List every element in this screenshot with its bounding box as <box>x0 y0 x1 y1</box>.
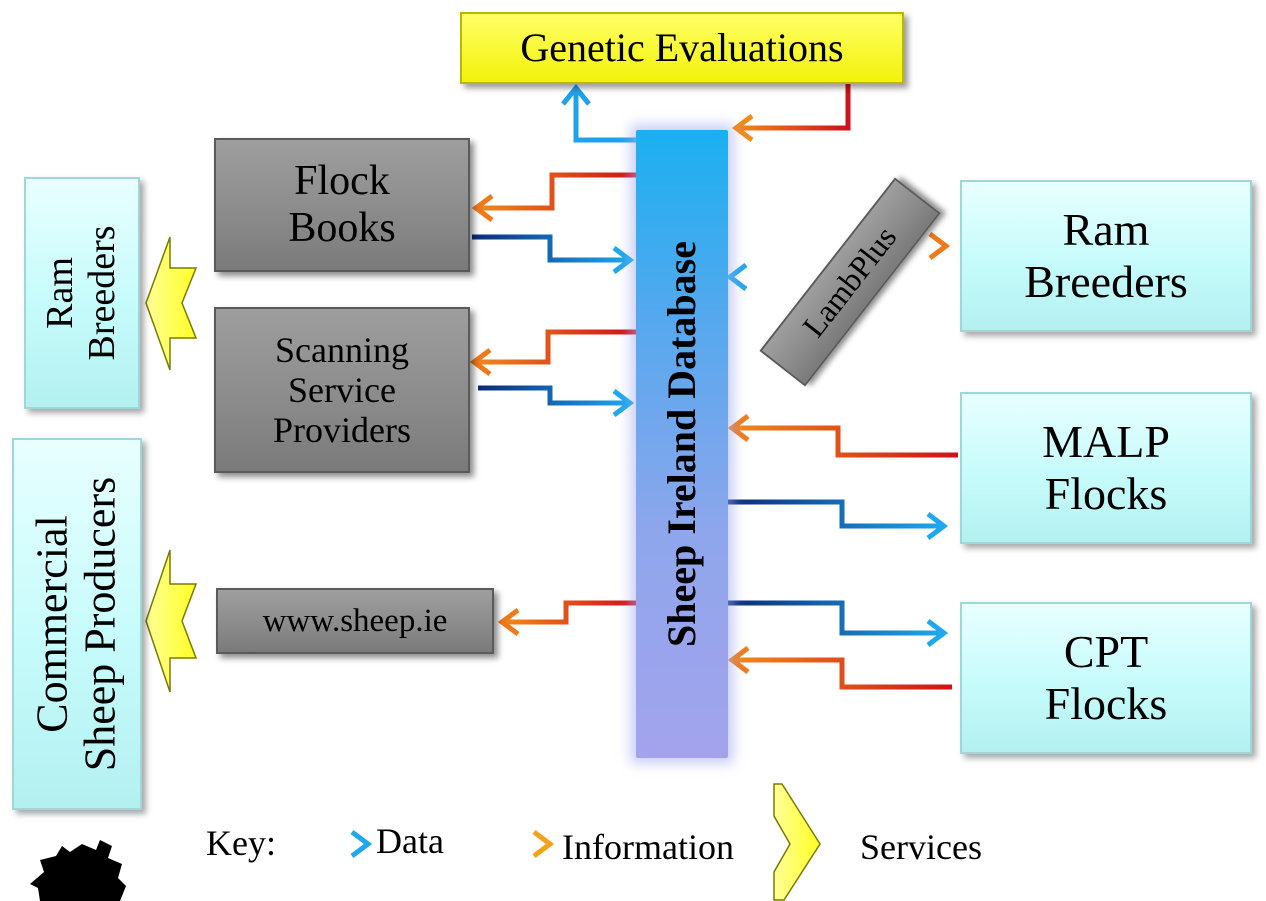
malp-line-1: MALP <box>1042 416 1170 468</box>
commercial-sheep-producers-box: Commercial Sheep Producers <box>12 438 142 810</box>
left-ram-breeders-line-2: Breeders <box>81 225 123 361</box>
services-arrow-commercial <box>145 549 198 693</box>
data-arrow-to-malp <box>728 499 949 540</box>
information-arrow-to-flock-books <box>471 172 636 222</box>
data-arrow-from-flock-books <box>472 234 635 274</box>
data-arrow-to-genetic-evaluations <box>561 84 636 143</box>
key-label: Key: <box>206 823 276 863</box>
information-arrow-to-scanning-providers <box>469 329 636 376</box>
commercial-line-2: Sheep Producers <box>76 476 125 772</box>
cpt-line-2: Flocks <box>1044 678 1168 729</box>
website-link[interactable]: www.sheep.ie <box>262 602 448 639</box>
malp-line-2: Flocks <box>1044 468 1168 519</box>
key-data-label: Data <box>376 821 444 861</box>
scanning-service-providers-box: Scanning Service Providers <box>214 307 470 473</box>
key-information-label: Information <box>562 827 734 867</box>
cpt-flocks-box: CPT Flocks <box>960 602 1252 754</box>
sheep-ireland-database-bar: Sheep Ireland Database <box>636 130 728 758</box>
right-ram-breeders-line-2: Breeders <box>1024 256 1188 307</box>
data-arrow-to-cpt <box>728 600 949 647</box>
cpt-line-1: CPT <box>1063 626 1149 678</box>
scanning-line-3: Providers <box>273 410 411 451</box>
genetic-evaluations-label: Genetic Evaluations <box>520 24 844 70</box>
information-arrow-from-genetic-evaluations <box>731 84 851 142</box>
flock-books-box: Flock Books <box>214 138 470 272</box>
left-ram-breeders-box: Ram Breeders <box>24 177 140 409</box>
scanning-line-2: Service <box>288 369 396 410</box>
key-information-arrow <box>494 830 555 858</box>
database-label: Sheep Ireland Database <box>659 241 704 647</box>
website-box[interactable]: www.sheep.ie <box>216 588 494 654</box>
right-ram-breeders-box: Ram Breeders <box>960 180 1252 332</box>
commercial-line-1: Commercial <box>27 515 77 733</box>
data-arrow-from-scanning-providers <box>478 385 635 417</box>
information-arrow-to-website <box>497 600 636 636</box>
left-ram-breeders-line-1: Ram <box>39 257 82 329</box>
information-arrow-from-malp <box>727 414 958 458</box>
key-services-arrow <box>773 783 821 901</box>
key-services-label: Services <box>860 827 982 867</box>
malp-flocks-box: MALP Flocks <box>960 392 1252 544</box>
genetic-evaluations-box: Genetic Evaluations <box>460 12 904 84</box>
flock-books-line-1: Flock <box>294 157 390 204</box>
flock-books-line-2: Books <box>288 205 396 251</box>
services-arrow-ram-breeders <box>145 236 198 371</box>
ireland-logo-icon <box>30 840 126 901</box>
key-data-arrow <box>312 830 373 858</box>
scanning-line-1: Scanning <box>275 329 409 370</box>
information-arrow-from-cpt <box>727 646 952 690</box>
right-ram-breeders-line-1: Ram <box>1062 204 1150 256</box>
